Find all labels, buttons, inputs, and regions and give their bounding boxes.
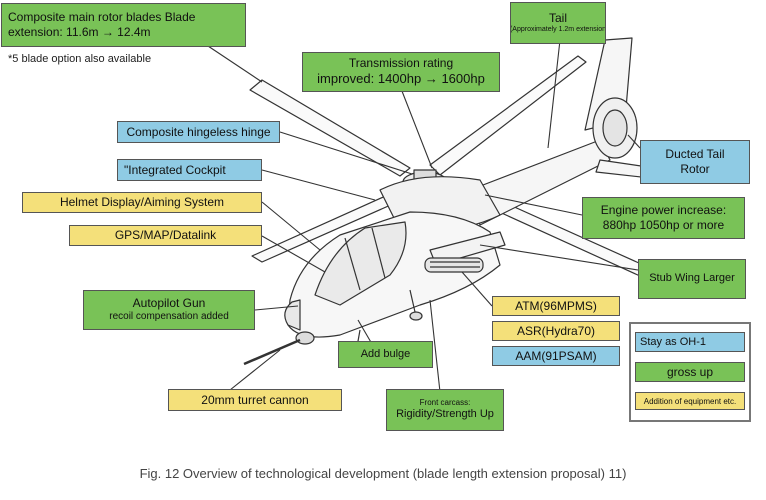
hinge-text: Composite hingeless hinge [126,124,271,139]
tail-line2: (Approximately 1.2m extension [510,26,606,34]
label-engine: Engine power increase: 880hp 1050hp or m… [582,197,745,239]
rotor-blades-line2: extension: 11.6m → 12.4m [8,25,151,39]
leader-lines [204,39,641,393]
autopilot-line2: recoil compensation added [109,311,229,323]
label-tail: Tail (Approximately 1.2m extension [510,2,606,44]
front-carcass-line1: Front carcass: [419,398,471,408]
atm-text: ATM(96MPMS) [515,298,597,313]
label-stub-wing: Stub Wing Larger [638,259,746,299]
autopilot-line1: Autopilot Gun [132,296,206,311]
figure-caption: Fig. 12 Overview of technological develo… [139,466,627,481]
turret-cannon [243,331,315,366]
gps-text: GPS/MAP/Datalink [114,228,217,242]
legend-gross-up-text: gross up [666,365,714,379]
label-asr: ASR(Hydra70) [492,321,620,341]
label-hinge: Composite hingeless hinge [117,121,280,143]
aam-text: AAM(91PSAM) [515,348,597,363]
ducted-tail-line2: Rotor [680,162,710,176]
legend-gross-up: gross up [635,362,745,382]
cockpit-text: "Integrated Cockpit [124,162,226,177]
legend-addition: Addition of equipment etc. [635,392,745,410]
engine-line2: 880hp 1050hp or more [602,218,725,232]
label-helmet: Helmet Display/Aiming System [22,192,262,213]
transmission-line2: improved: 1400hp → 1600hp [317,71,485,87]
label-turret: 20mm turret cannon [168,389,342,411]
fuselage [284,211,501,338]
legend-stay-text: Stay as OH-1 [640,336,707,348]
turret-text: 20mm turret cannon [201,392,309,407]
helmet-text: Helmet Display/Aiming System [59,195,225,209]
label-autopilot: Autopilot Gun recoil compensation added [83,290,255,330]
transmission-line1: Transmission rating [348,56,454,71]
legend: Stay as OH-1 gross up Addition of equipm… [629,322,751,422]
asr-text: ASR(Hydra70) [516,323,596,338]
engine-line1: Engine power increase: [600,203,727,217]
label-ducted-tail: Ducted Tail Rotor [640,140,750,184]
add-bulge-text: Add bulge [360,347,411,360]
label-atm: ATM(96MPMS) [492,296,620,316]
label-rotor-blades: Composite main rotor blades Blade extens… [1,3,246,47]
label-gps: GPS/MAP/Datalink [69,225,262,246]
label-aam: AAM(91PSAM) [492,346,620,366]
stub-wing [424,231,506,273]
label-cockpit: "Integrated Cockpit [117,159,262,181]
five-blade-note: *5 blade option also available [8,53,152,65]
legend-stay: Stay as OH-1 [635,332,745,352]
label-transmission: Transmission rating improved: 1400hp → 1… [302,52,500,92]
legend-addition-text: Addition of equipment etc. [643,396,737,406]
tail-line1: Tail [548,11,567,26]
tail-boom [469,37,656,226]
ducted-tail-line1: Ducted Tail [665,147,725,161]
label-add-bulge: Add bulge [338,341,433,368]
label-front-carcass: Front carcass: Rigidity/Strength Up [386,389,504,431]
front-carcass-line2: Rigidity/Strength Up [396,408,494,421]
stub-wing-text: Stub Wing Larger [649,272,735,285]
rotor-blades-line1: Composite main rotor blades Blade [8,10,196,24]
